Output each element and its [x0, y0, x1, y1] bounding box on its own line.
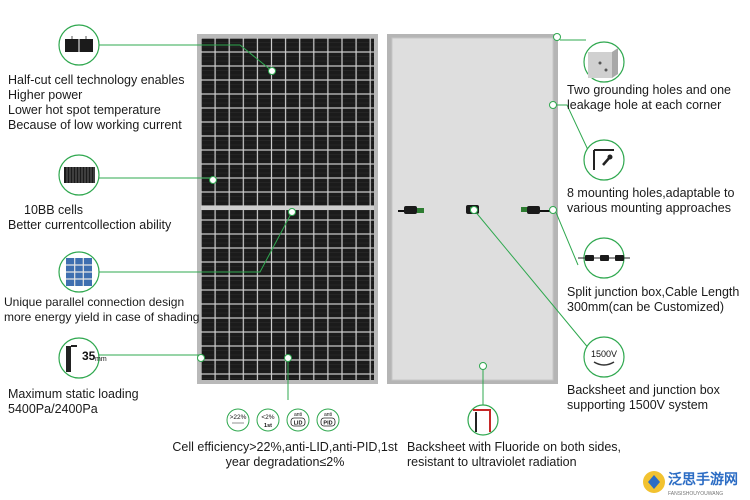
callout-grounding: Two grounding holes and one leakage hole… [567, 83, 731, 113]
callout-line: Unique parallel connection design [4, 295, 185, 309]
degradation-badge-icon: <2% 1st [256, 408, 280, 432]
10bb-cell-icon [58, 154, 100, 196]
frame-thickness-unit: mm [95, 356, 107, 363]
callout-line: 300mm(can be Customized) [567, 300, 725, 314]
callout-line: supporting 1500V system [567, 398, 709, 412]
callout-line: Half-cut cell technology enables [8, 73, 185, 87]
mounting-hole-icon [583, 139, 625, 181]
watermark-logo [643, 471, 665, 493]
callout-efficiency: Cell efficiency>22%,anti-LID,anti-PID,1s… [160, 440, 410, 470]
badge-lid-bottom: LID [294, 421, 303, 427]
badge-degradation-bottom: 1st [264, 423, 272, 429]
half-cut-cell-icon [58, 24, 100, 66]
callout-loading: Maximum static loading 5400Pa/2400Pa [8, 387, 139, 417]
efficiency-badge-icon: >22% [226, 408, 250, 432]
connector-dots [197, 33, 561, 370]
badge-efficiency-top: >22% [230, 414, 247, 421]
badge-pid-bottom: PID [323, 421, 332, 427]
callout-line: Better currentcollection ability [8, 218, 172, 232]
watermark-text: 泛思手游网 [668, 471, 738, 488]
callout-line: 10BB cells [24, 203, 84, 217]
callout-half-cut: Half-cut cell technology enables Higher … [8, 73, 185, 133]
grounding-hole-icon [583, 41, 625, 83]
callout-line: more energy yield in case of shading [4, 310, 200, 324]
badge-degradation-top: <2% [261, 414, 274, 421]
callout-line: Backsheet with Fluoride on both sides, [407, 440, 622, 454]
callout-fluoride: Backsheet with Fluoride on both sides, r… [407, 440, 621, 470]
anti-lid-badge-icon: anti LID [286, 408, 310, 432]
frame-thickness-value: 35 [82, 349, 96, 363]
callout-line: 5400Pa/2400Pa [8, 402, 98, 416]
callout-line: 8 mounting holes,adaptable to [567, 186, 735, 200]
callout-mounting: 8 mounting holes,adaptable to various mo… [567, 186, 735, 216]
callout-line: Two grounding holes and one [567, 83, 732, 97]
callout-backsheet-jb: Backsheet and junction box supporting 15… [567, 383, 720, 413]
back-panel [387, 34, 558, 384]
frame-thickness-icon: 35 mm [58, 337, 107, 379]
callout-line: Cell efficiency>22%,anti-LID,anti-PID,1s… [172, 440, 398, 454]
voltage-label: 1500V [591, 349, 617, 359]
voltage-icon: 1500V [583, 336, 625, 378]
anti-pid-badge-icon: anti PID [316, 408, 340, 432]
callout-line: Because of low working current [8, 118, 182, 132]
parallel-connection-icon [58, 251, 100, 293]
callout-line: Higher power [8, 88, 83, 102]
callout-line: leakage hole at each corner [567, 98, 722, 112]
front-panel [197, 34, 378, 384]
split-junction-icon [578, 237, 630, 279]
badge-lid-top: anti [294, 412, 302, 418]
callout-line: Split junction box,Cable Length [567, 285, 740, 299]
badge-pid-top: anti [324, 412, 332, 418]
backsheet-layer-icon [467, 404, 499, 436]
callout-10bb: 10BB cells Better currentcollection abil… [8, 203, 171, 233]
callout-line: Maximum static loading [8, 387, 139, 401]
callout-line: resistant to ultraviolet radiation [407, 455, 577, 469]
watermark-sub: FANSISHOUYOUWANG [668, 491, 723, 497]
callout-line: Backsheet and junction box [567, 383, 720, 397]
callout-line: various mounting approaches [567, 201, 731, 215]
junction-box-left [398, 206, 424, 214]
callout-junction: Split junction box,Cable Length 300mm(ca… [567, 285, 739, 315]
callout-line: Lower hot spot temperature [8, 103, 161, 117]
callout-parallel: Unique parallel connection design more e… [4, 295, 199, 325]
callout-line: year degradation≤2% [225, 455, 345, 469]
